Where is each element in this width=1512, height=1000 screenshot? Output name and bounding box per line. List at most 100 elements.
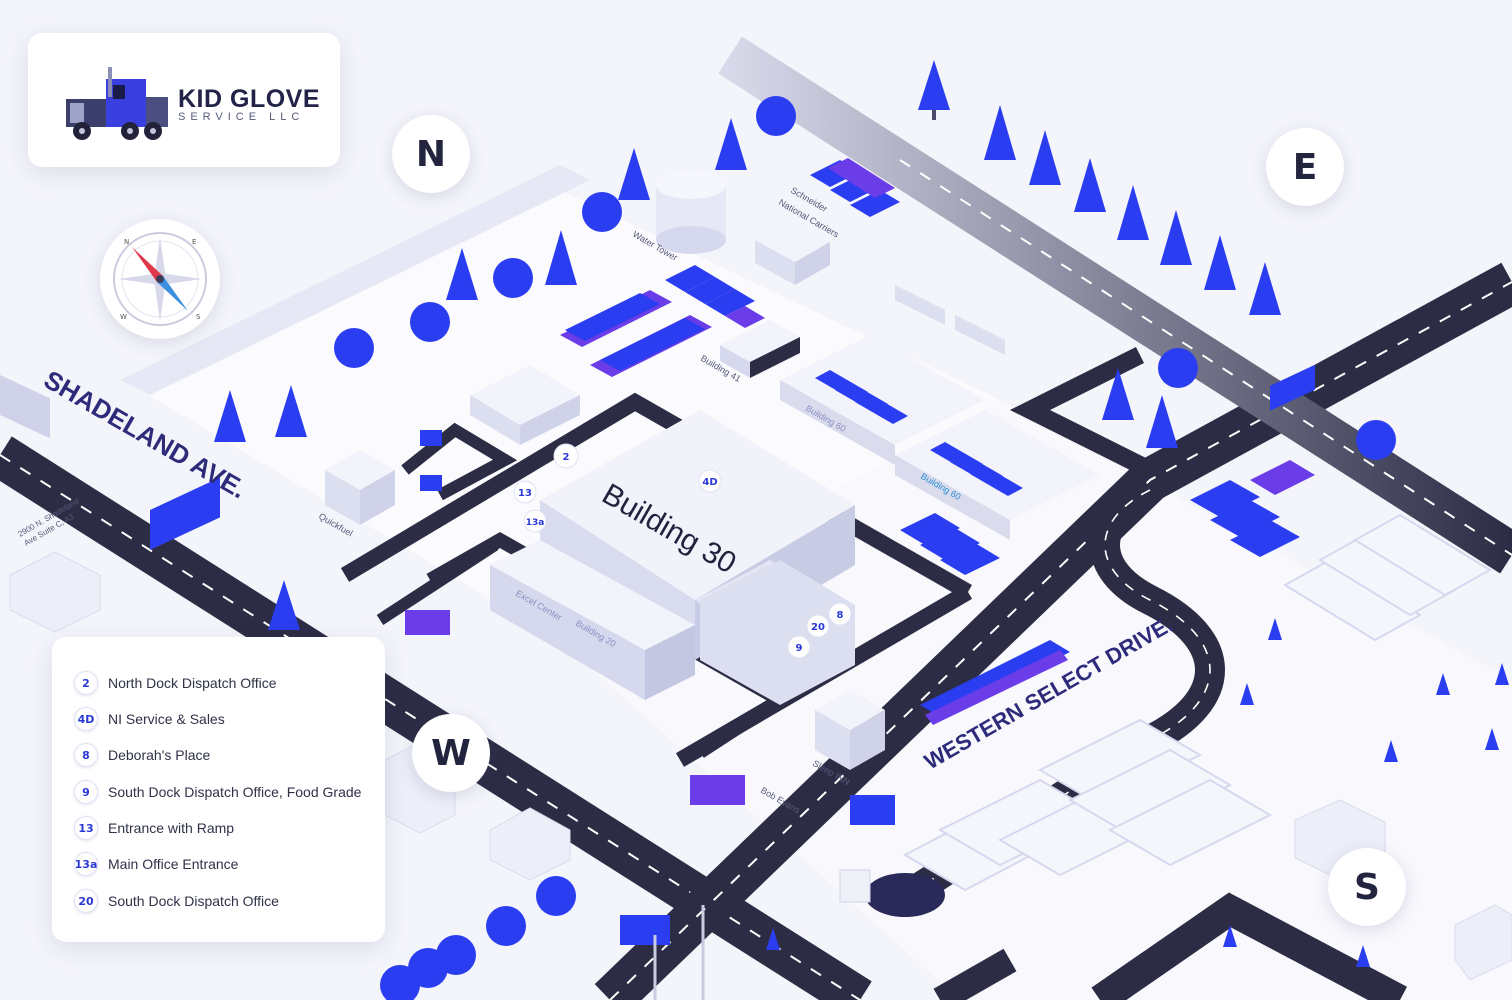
truck-group-mid [900, 513, 1000, 575]
tree-round-icon [756, 96, 796, 136]
west-badge[interactable]: W [412, 714, 490, 792]
south-badge[interactable]: S [1328, 848, 1406, 926]
truck-icon [405, 610, 450, 635]
marker-13a[interactable]: 13a [523, 509, 547, 533]
legend-label: NI Service & Sales [108, 711, 225, 727]
tree-small-icon [1268, 618, 1282, 640]
marker-13[interactable]: 13 [513, 480, 537, 504]
tree-cone-icon [1117, 185, 1149, 240]
compass-n: N [124, 238, 129, 246]
truck-icon [690, 775, 745, 805]
truck-icon [420, 430, 442, 446]
marker-9[interactable]: 9 [787, 635, 811, 659]
legend-label: Deborah's Place [108, 747, 211, 763]
tree-round-icon [380, 965, 420, 1000]
svg-text:4D: 4D [702, 477, 717, 488]
tree-cone-icon [1204, 235, 1236, 290]
tree-cone-icon [1029, 130, 1061, 185]
legend-item[interactable]: 4D NI Service & Sales [74, 707, 225, 731]
tree-cone-icon [545, 230, 577, 285]
generic-buildings [325, 220, 1060, 770]
sidewalk-strip [120, 165, 590, 395]
svg-text:8: 8 [837, 610, 844, 621]
compass-e: E [192, 238, 196, 246]
truck-icon [1270, 364, 1315, 411]
tree-cone-icon [1249, 262, 1281, 315]
tree-cone-icon [618, 148, 650, 200]
building-30-block [540, 410, 855, 705]
tree-cone-icon [1160, 210, 1192, 265]
marker-20[interactable]: 20 [806, 614, 830, 638]
tree-cone-icon [984, 105, 1016, 160]
truck-group-north [665, 265, 765, 328]
tree-cone-icon [1146, 395, 1178, 448]
tree-small-icon [1223, 925, 1237, 947]
marker-8[interactable]: 8 [828, 602, 852, 626]
legend-label: Entrance with Ramp [108, 820, 235, 836]
legend-code: 13 [74, 816, 98, 840]
tree-round-icon [493, 258, 533, 298]
legend-item[interactable]: 13 Entrance with Ramp [74, 816, 234, 840]
truck-row-purple [560, 290, 712, 377]
legend-item[interactable]: 2 North Dock Dispatch Office [74, 671, 277, 695]
compass-widget: N E W S [100, 219, 220, 339]
east-badge[interactable]: E [1266, 128, 1344, 206]
tree-cone-icon [715, 118, 747, 170]
truck-logo-icon [66, 67, 168, 140]
building-41-block [720, 320, 800, 378]
truck-icon [850, 795, 895, 825]
truck-icon [420, 475, 442, 491]
marker-2[interactable]: 2 [553, 443, 579, 469]
legend-panel: 2 North Dock Dispatch Office 4D NI Servi… [52, 637, 385, 942]
svg-text:13: 13 [518, 488, 532, 499]
legend-item[interactable]: 20 South Dock Dispatch Office [74, 889, 279, 913]
tree-cone-icon [268, 580, 300, 630]
tree-small-icon [1436, 673, 1450, 695]
legend-label: South Dock Dispatch Office [108, 893, 279, 909]
legend-item[interactable]: 13a Main Office Entrance [74, 852, 238, 876]
svg-text:2: 2 [563, 452, 570, 463]
tree-round-icon [1356, 420, 1396, 460]
logo-title: KID GLOVE [178, 85, 321, 113]
warehouse-rows [902, 513, 1492, 892]
legend-item[interactable]: 8 Deborah's Place [74, 743, 210, 767]
tree-small-icon [766, 928, 780, 950]
svg-text:9: 9 [796, 643, 803, 654]
building-20-block [490, 540, 695, 700]
truck-row-western [920, 640, 1070, 725]
houses [9, 551, 1512, 981]
truck-fleets [0, 158, 1315, 945]
bus-icon [0, 372, 50, 439]
truck-group-east [1190, 460, 1315, 557]
truck-group-schneider [810, 158, 900, 217]
legend-label: North Dock Dispatch Office [108, 675, 277, 691]
tree-round-icon [1158, 348, 1198, 388]
tree-cone-icon [1074, 158, 1106, 212]
marker-4d[interactable]: 4D [698, 469, 722, 493]
legend-code: 4D [74, 707, 98, 731]
legend-item[interactable]: 9 South Dock Dispatch Office, Food Grade [74, 780, 361, 804]
svg-text:20: 20 [811, 622, 825, 633]
tree-small-icon [1384, 740, 1398, 762]
north-badge[interactable]: N [392, 115, 470, 193]
road-network [0, 36, 1512, 1000]
wind-turbines [653, 905, 705, 1000]
logo-subtitle: SERVICE LLC [178, 111, 305, 123]
tree-round-icon [536, 876, 576, 916]
legend-code: 13a [74, 852, 98, 876]
legend-code: 2 [74, 671, 98, 695]
legend-code: 9 [74, 780, 98, 804]
tanker-truck-icon [839, 869, 945, 917]
legend-label: South Dock Dispatch Office, Food Grade [108, 784, 362, 800]
tree-round-icon [582, 192, 622, 232]
legend-code: 20 [74, 889, 98, 913]
truck-icon [150, 477, 220, 551]
legend-label: Main Office Entrance [108, 856, 239, 872]
tree-round-icon [334, 328, 374, 368]
tree-cone-icon [275, 385, 307, 437]
compass-s: S [196, 313, 201, 321]
logo-card: KID GLOVE SERVICE LLC [28, 33, 340, 167]
map-markers: 2 13 13a 4D 8 20 9 [513, 443, 852, 659]
trees [214, 60, 1509, 1000]
